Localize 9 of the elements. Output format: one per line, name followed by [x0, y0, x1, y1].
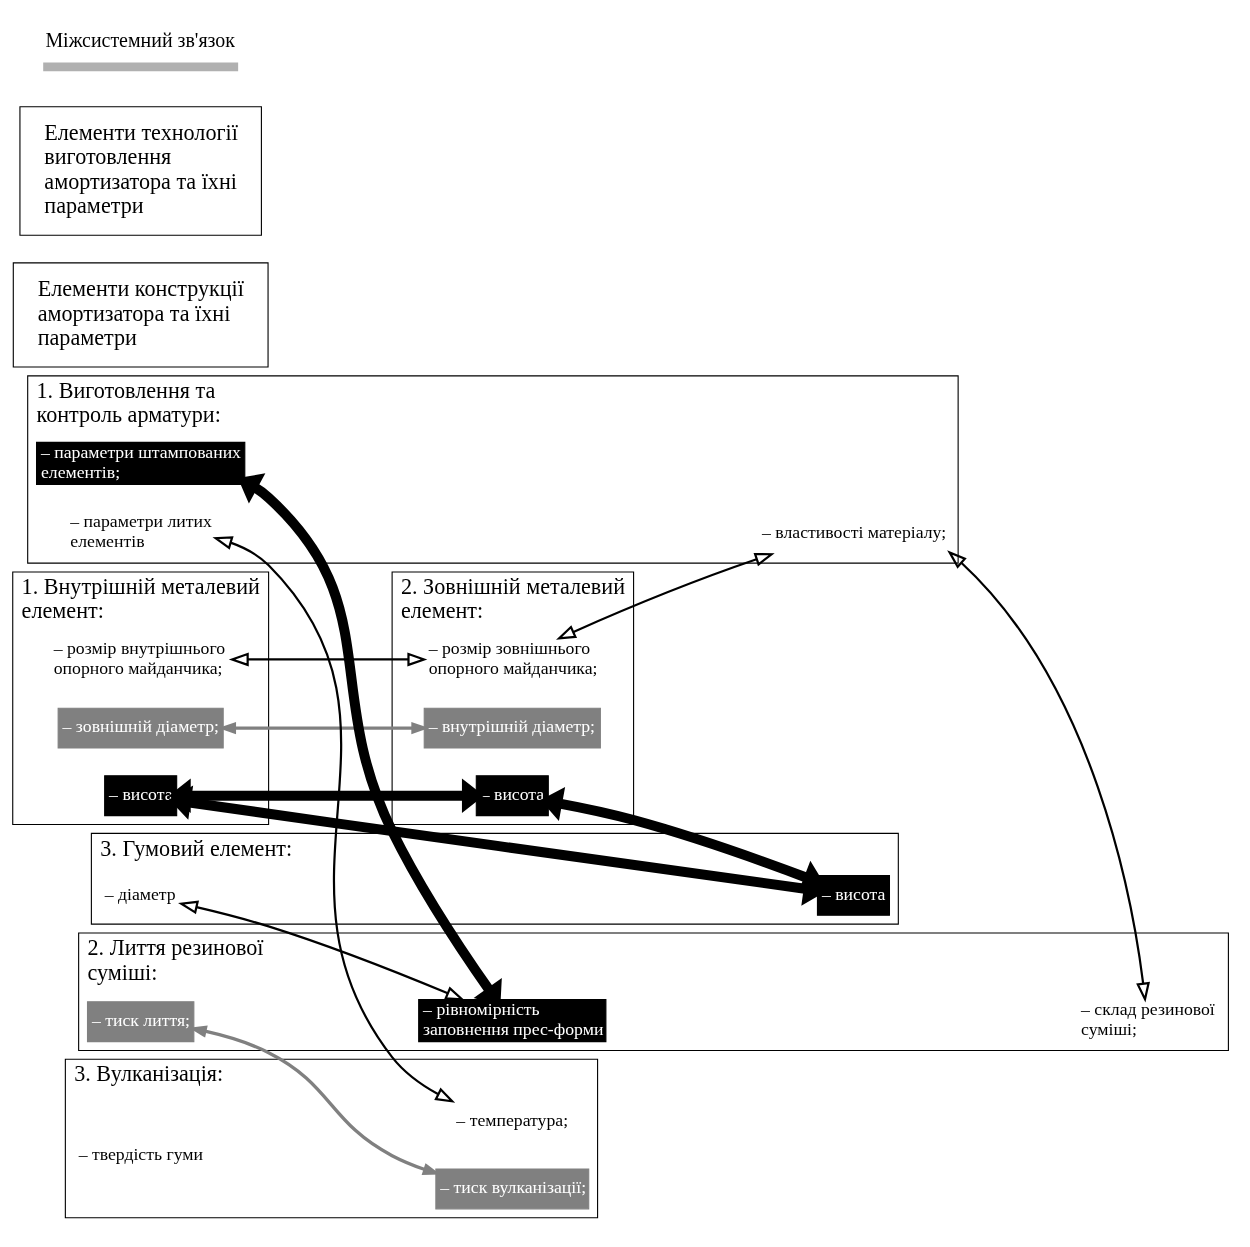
node-text: – температура;: [456, 1109, 569, 1130]
node-text: – розмір внутрішнього опорного майданчика;: [53, 637, 226, 678]
node-text: – параметри литих елементів: [70, 510, 212, 551]
legend-label: Міжсистемний зв'язок: [45, 28, 235, 51]
node-text: – діаметр: [104, 883, 176, 904]
node-text: – розмір зовнішнього опорного майданчика;: [428, 637, 598, 678]
node-text: – твердість гуми: [78, 1143, 204, 1164]
node-text: – властивості матеріалу;: [762, 521, 947, 542]
node-text: – склад резинової суміші;: [1081, 998, 1215, 1039]
